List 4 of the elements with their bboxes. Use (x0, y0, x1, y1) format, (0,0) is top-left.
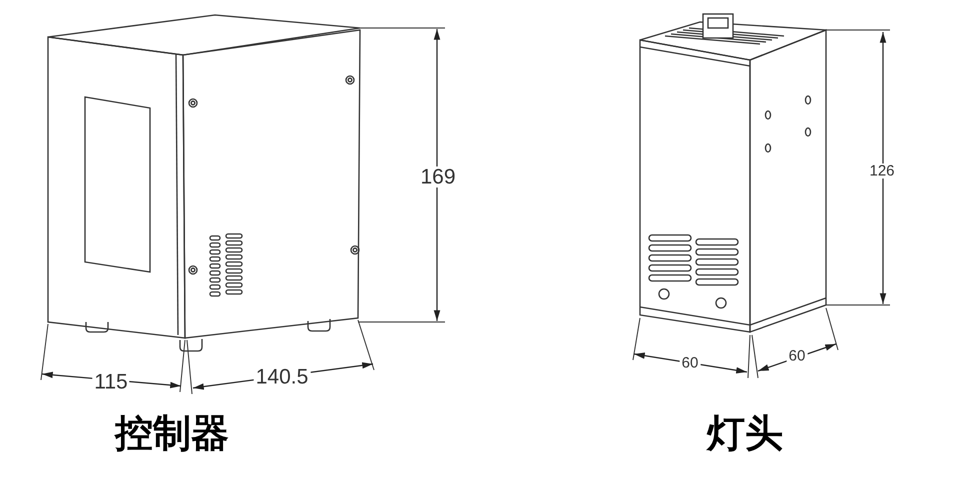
product-label: 灯头 (707, 414, 783, 452)
product-label: 控制器 (115, 414, 229, 452)
dimension-label: 60 (680, 356, 700, 370)
dimension-label: 60 (786, 348, 808, 364)
